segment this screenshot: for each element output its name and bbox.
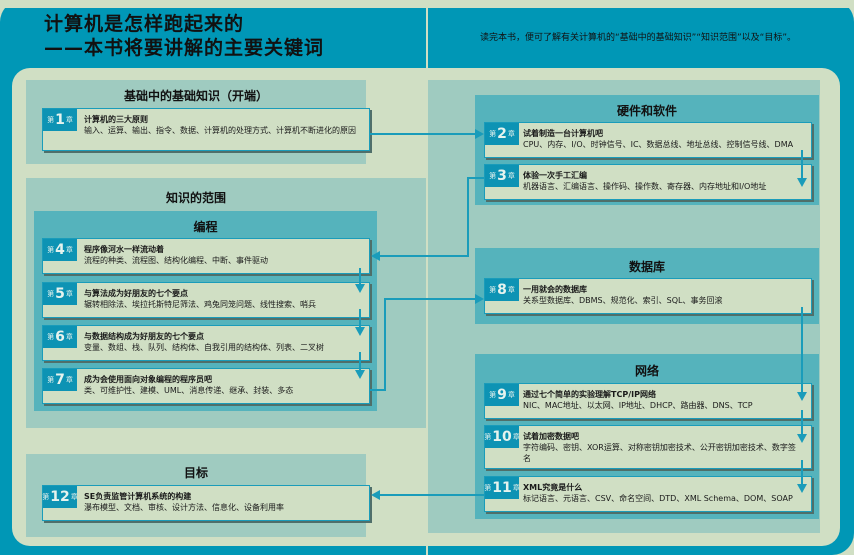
scope-panel-title: 知识的范围 (165, 191, 226, 205)
chapter-keywords: 关系型数据库、DBMS、规范化、索引、SQL、事务回滚 (523, 296, 723, 305)
arrow-left-icon (371, 490, 380, 500)
chapter-keywords: 类、可维护性、建模、UML、消息传递、继承、封装、多态 (84, 386, 294, 395)
intro-note: 读完本书，便可了解有关计算机的“基础中的基础知识”“知识范围”以及“目标”。 (480, 33, 796, 43)
chapter-keywords: NIC、MAC地址、以太网、IP地址、DHCP、路由器、DNS、TCP (523, 401, 753, 410)
arrow-down-icon (797, 178, 807, 187)
chapter-title: 试着加密数据吧 (523, 432, 579, 441)
programming-group-title: 编程 (193, 220, 218, 234)
connector-3-to-4-c (380, 255, 469, 257)
arrow-down-icon (355, 284, 365, 293)
connector-7-to-8-c (384, 298, 475, 300)
connector-7-to-8-b (384, 298, 386, 391)
page-title: 计算机是怎样跑起来的 ——本书将要讲解的主要关键词 (44, 12, 324, 60)
goal-panel-title: 目标 (183, 466, 208, 480)
connector-4-to-5 (359, 268, 361, 284)
hardware-software-group-title: 硬件和软件 (616, 104, 677, 118)
connector-5-to-6 (359, 309, 361, 327)
title-line-2: ——本书将要讲解的主要关键词 (44, 37, 325, 59)
connector-3-to-4-a (467, 177, 484, 179)
chapter-title: 程序像河水一样流动着 (84, 245, 164, 254)
chapter-keywords: 输入、运算、输出、指令、数据、计算机的处理方式、计算机不断进化的原因 (84, 126, 356, 135)
chapter-keywords: 流程的种类、流程图、结构化编程、中断、事件驱动 (84, 256, 268, 265)
arrow-left-icon (371, 251, 380, 261)
chapter-title: 通过七个简单的实验理解TCP/IP网络 (523, 390, 656, 399)
chapter-title: 与数据结构成为好朋友的七个要点 (84, 332, 204, 341)
title-line-1: 计算机是怎样跑起来的 (44, 13, 245, 35)
chapter-keywords: CPU、内存、I/O、时钟信号、IC、数据总线、地址总线、控制信号线、DMA (523, 140, 794, 149)
chapter-keywords: 字符编码、密钥、XOR运算、对称密钥加密技术、公开密钥加密技术、数字签名 (523, 443, 796, 463)
connector-7-to-8-a (370, 389, 385, 391)
connector-2-to-3 (801, 150, 803, 178)
chapter-title: 试着制造一台计算机吧 (523, 129, 603, 138)
arrow-down-icon (355, 370, 365, 379)
arrow-down-icon (797, 434, 807, 443)
connector-9-to-10 (801, 410, 803, 434)
chapter-title: SE负责监管计算机系统的构建 (84, 492, 192, 501)
chapter-title: 计算机的三大原则 (84, 115, 148, 124)
database-group-title: 数据库 (628, 260, 665, 274)
basics-panel-title: 基础中的基础知识（开端） (123, 89, 268, 103)
connector-6-to-7 (359, 352, 361, 370)
connector-8-to-9 (801, 307, 803, 392)
scope-panel-bridge (428, 178, 468, 428)
connector-11-to-12 (380, 494, 484, 496)
arrow-down-icon (355, 327, 365, 336)
chapter-keywords: 变量、数组、栈、队列、结构体、自我引用的结构体、列表、二叉树 (84, 343, 324, 352)
arrow-down-icon (797, 484, 807, 493)
chapter-keywords: 机器语言、汇编语言、操作码、操作数、寄存器、内存地址和I/O地址 (523, 182, 767, 191)
chapter-keywords: 瀑布模型、文档、审核、设计方法、信息化、设备利用率 (84, 503, 284, 512)
chapter-title: XML究竟是什么 (523, 483, 583, 492)
chapter-title: 体验一次手工汇编 (523, 171, 587, 180)
chapter-title: 与算法成为好朋友的七个要点 (84, 289, 188, 298)
network-group-title: 网络 (634, 364, 659, 378)
arrow-down-icon (797, 392, 807, 401)
chapter-keywords: 标记语言、元语言、CSV、命名空间、DTD、XML Schema、DOM、SOA… (523, 494, 793, 503)
page-gutter (426, 0, 428, 555)
arrow-right-icon (475, 129, 484, 139)
chapter-title: 一用就会的数据库 (523, 285, 587, 294)
connector-10-to-11 (801, 460, 803, 484)
chapter-keywords: 辗转相除法、埃拉托斯特尼筛法、鸡兔同笼问题、线性搜索、哨兵 (84, 300, 316, 309)
connector-1-to-2 (370, 133, 475, 135)
connector-3-to-4-b (467, 177, 469, 257)
arrow-right-icon (475, 294, 484, 304)
chapter-title: 成为会使用面向对象编程的程序员吧 (84, 375, 212, 384)
